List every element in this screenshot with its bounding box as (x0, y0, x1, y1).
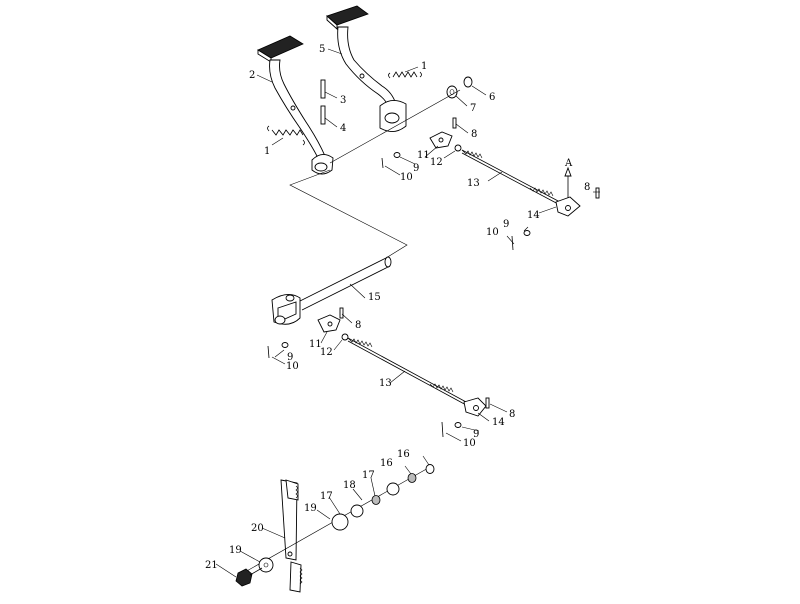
lever-arm (280, 479, 303, 593)
callout-19-a: 19 (304, 503, 317, 514)
callout-10-b: 10 (486, 227, 499, 238)
callout-10-c: 10 (286, 361, 299, 372)
upper-clevis (381, 117, 462, 169)
right-pedal (326, 5, 407, 132)
callout-11-b: 11 (309, 339, 322, 350)
callout-11-a: 11 (417, 150, 430, 161)
callout-7: 7 (470, 103, 476, 114)
callout-9-b: 9 (503, 219, 509, 230)
hardware-stack (235, 464, 435, 587)
callout-9-c: 9 (287, 352, 293, 363)
leader-lines (215, 48, 600, 578)
upper-rod (461, 149, 561, 206)
lower-clevis (267, 307, 349, 359)
linkage-path (289, 169, 408, 259)
callout-15: 15 (368, 292, 381, 303)
callout-17-a: 17 (362, 470, 375, 481)
callout-13-b: 13 (379, 378, 392, 389)
callouts: A 1 1 2 3 4 5 6 7 8 8 8 8 9 9 9 9 10 10 … (205, 44, 590, 571)
callout-2: 2 (249, 70, 255, 81)
return-spring-upper (388, 71, 422, 79)
callout-8-b: 8 (584, 182, 590, 193)
lower-rod (347, 337, 469, 407)
callout-18: 18 (343, 480, 356, 491)
callout-9-a: 9 (413, 163, 419, 174)
callout-6: 6 (489, 92, 495, 103)
lower-end-clevis (441, 397, 490, 438)
callout-8-a: 8 (471, 129, 477, 140)
pin-4 (320, 105, 326, 125)
callout-12-a: 12 (430, 157, 443, 168)
callout-9-d: 9 (473, 429, 479, 440)
marker-a: A (564, 158, 573, 169)
callout-8-d: 8 (509, 409, 515, 420)
clip-6 (463, 76, 473, 88)
left-pedal (257, 35, 334, 175)
callout-12-b: 12 (320, 347, 333, 358)
callout-16-a: 16 (397, 449, 410, 460)
callout-13-a: 13 (467, 178, 480, 189)
callout-5: 5 (319, 44, 325, 55)
callout-3: 3 (340, 95, 346, 106)
callout-8-c: 8 (355, 320, 361, 331)
pin-3 (320, 79, 326, 99)
callout-20: 20 (251, 523, 264, 534)
callout-1-upper: 1 (421, 61, 427, 72)
callout-1-lower: 1 (264, 146, 270, 157)
callout-14-b: 14 (492, 417, 505, 428)
upper-end-clevis (511, 166, 600, 251)
callout-16-b: 16 (380, 458, 393, 469)
callout-21: 21 (205, 560, 218, 571)
callout-10-a: 10 (400, 172, 413, 183)
callout-14-a: 14 (527, 210, 540, 221)
callout-19-b: 19 (229, 545, 242, 556)
callout-10-d: 10 (463, 438, 476, 449)
return-spring-lower (267, 125, 305, 146)
callout-17-b: 17 (320, 491, 333, 502)
callout-4: 4 (340, 123, 346, 134)
cross-shaft (271, 256, 392, 325)
